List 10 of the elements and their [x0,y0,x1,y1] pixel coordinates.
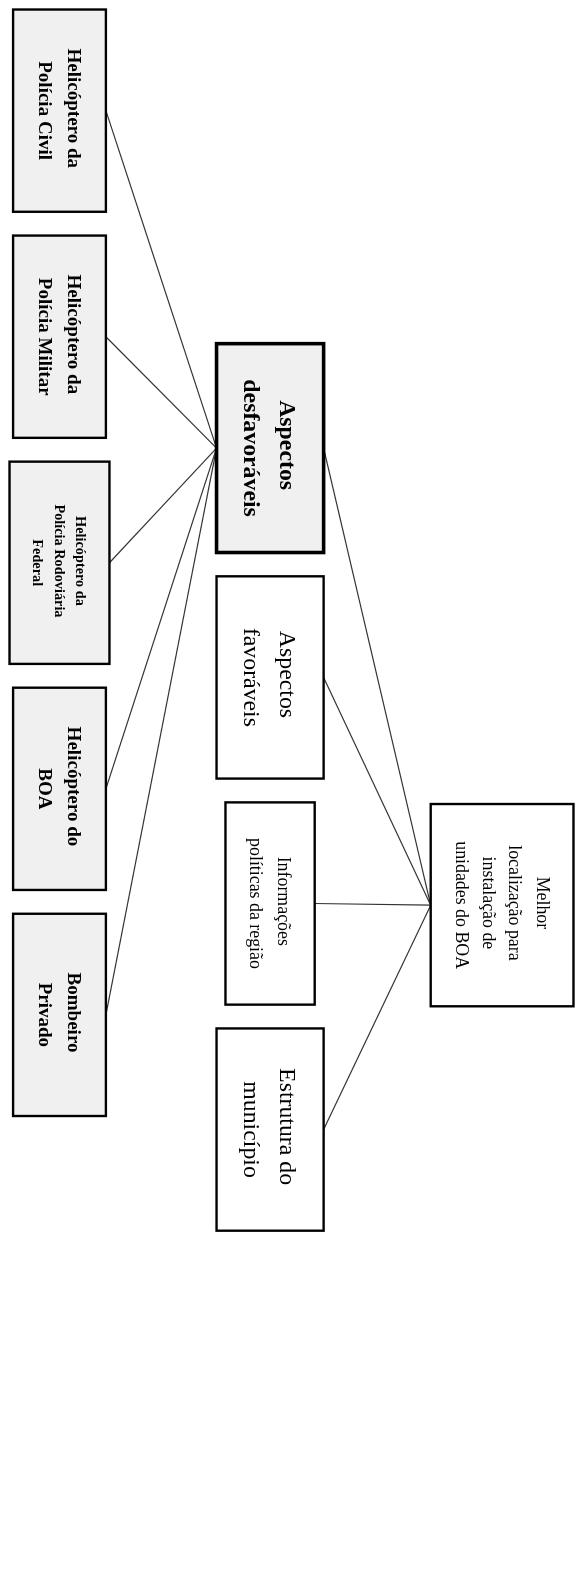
node-box: Helicóptero da Polícia Militar [11,234,108,440]
node-box: Aspectos favoráveis [215,575,325,780]
node-box: Estrutura do município [215,1027,325,1232]
node-box: Helicóptero da Polícia Civil [11,8,108,213]
node-box: Helicóptero do BOA [11,686,108,892]
node-box: Aspectos desfavoráveis [214,341,326,555]
node-box: Helicóptero da Polícia Rodoviária Federal [8,460,111,666]
node-box: Melhor localização para instalação de unidades do BOA [429,802,575,1008]
node-box: Bombeiro Privado [11,912,108,1118]
node-box: Informações políticas da região [224,801,316,1006]
